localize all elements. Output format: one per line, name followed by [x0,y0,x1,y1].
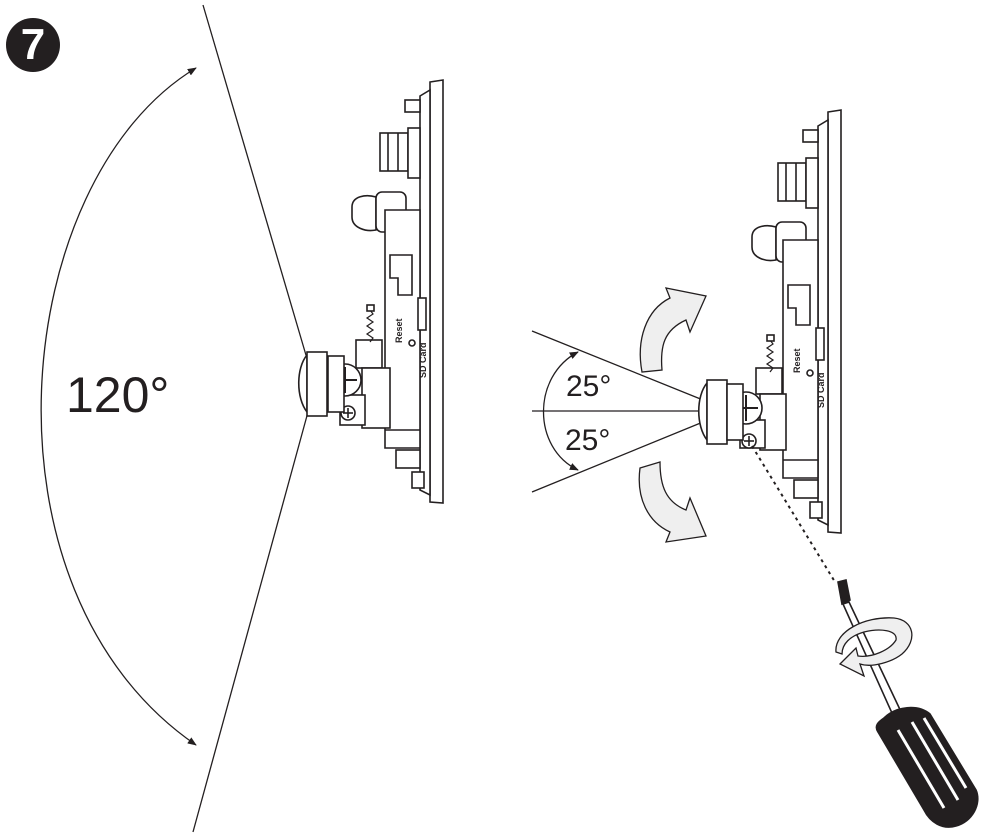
tilt-arc-arrow [542,351,579,471]
reset-label-right: Reset [792,348,802,373]
sd-card-label-left: SD Card [418,342,428,378]
tilt-lines [531,330,704,493]
reset-label-left: Reset [394,318,404,343]
tilt-down-angle-label: 25° [565,424,611,457]
pan-angle-label: 120° [66,367,170,423]
rotate-up-arrow-icon [639,287,707,373]
camera-side-view-right [698,109,842,534]
tilt-up-angle-label: 25° [566,370,612,403]
rotate-down-arrow-icon [638,461,707,543]
camera-side-view-left [298,79,444,504]
screwdriver-icon [837,579,979,828]
rotate-arrow-icon [835,617,913,678]
sd-card-label-right: SD Card [816,372,826,408]
screw-guide-dotted-line [751,445,836,583]
step-number-badge: 7 [6,18,60,72]
fov-lines [192,4,309,833]
fov-arc-arrow [40,67,197,746]
